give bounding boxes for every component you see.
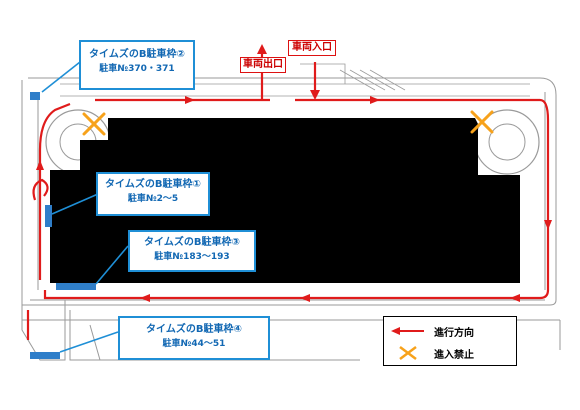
parking-stalls [30,92,96,359]
callout-title: タイムズのB駐車枠③ [144,237,240,248]
no-entry-marker-right [470,110,494,134]
legend-direction: 進行方向 [390,322,474,340]
callout-title: タイムズのB駐車枠① [105,179,201,190]
vehicle-entry-label: 車両入口 [288,40,336,56]
callout-title: タイムズのB駐車枠④ [146,324,242,335]
stall-group-2 [30,92,40,100]
callout-numbers: 駐車№44～51 [162,338,226,349]
lot-outline [21,77,561,361]
no-entry-x-icon [399,346,417,360]
callout-numbers: 駐車№183～193 [154,251,230,262]
stall-group-4 [30,352,60,359]
legend-no-entry: 進入禁止 [390,344,474,362]
callout-b-zone-1: タイムズのB駐車枠① 駐車№2～5 [96,172,210,216]
callout-b-zone-2: タイムズのB駐車枠② 駐車№370・371 [79,40,195,90]
callout-b-zone-4: タイムズのB駐車枠④ 駐車№44～51 [118,316,270,360]
stall-group-1 [45,205,52,227]
red-arrow-icon [391,327,424,335]
route-arrowheads [36,44,552,302]
callout-b-zone-3: タイムズのB駐車枠③ 駐車№183～193 [128,230,256,272]
callout-leaders [41,61,129,353]
legend-no-entry-label: 進入禁止 [434,349,474,361]
callout-title: タイムズのB駐車枠② [89,49,185,60]
legend-direction-label: 進行方向 [434,327,474,339]
no-entry-marker-left [82,112,106,136]
callout-numbers: 駐車№370・371 [99,63,175,74]
vehicle-exit-label: 車両出口 [240,57,286,73]
stall-group-3 [56,283,96,290]
callout-numbers: 駐車№2～5 [127,193,179,204]
route [26,50,550,340]
legend: 進行方向 進入禁止 [383,316,517,366]
